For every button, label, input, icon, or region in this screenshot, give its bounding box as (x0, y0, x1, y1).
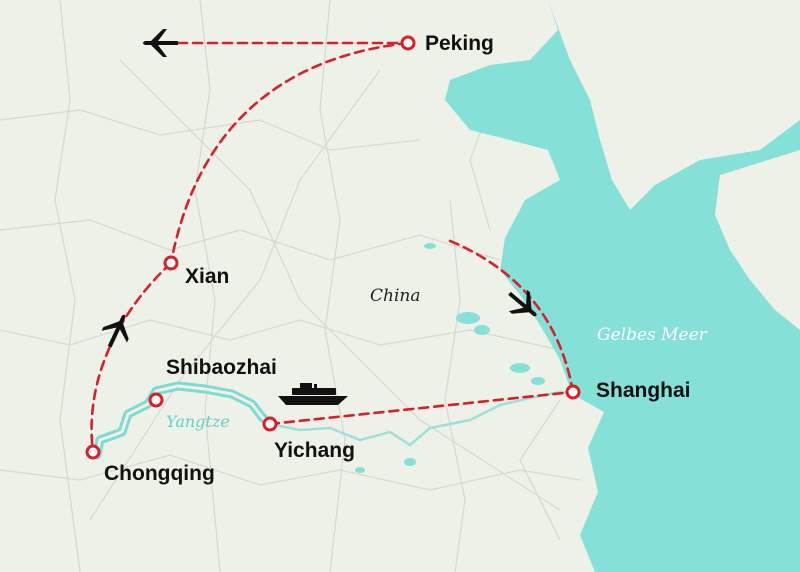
road-network (0, 0, 581, 572)
lakes (355, 243, 545, 473)
marker-peking (400, 35, 416, 51)
marker-shanghai (565, 384, 581, 400)
route-peking-xian (169, 41, 410, 265)
city-label-xian: Xian (185, 265, 230, 288)
marker-shibaozhai (148, 392, 164, 408)
country-label: China (370, 286, 421, 306)
city-label-shibaozhai: Shibaozhai (166, 356, 277, 379)
city-label-peking: Peking (425, 32, 494, 55)
korean-peninsula (715, 150, 800, 330)
marker-yichang (262, 416, 278, 432)
city-label-chongqing: Chongqing (104, 462, 215, 485)
city-label-shanghai: Shanghai (596, 379, 691, 402)
route-yichang-shanghai (268, 390, 575, 426)
city-markers (85, 35, 581, 460)
liaodong-peninsula (548, 0, 800, 210)
airplane-icon (101, 314, 129, 348)
route-xian-chongqing (90, 261, 173, 454)
yangtze-lower-course (269, 390, 581, 447)
marker-chongqing (85, 444, 101, 460)
ship-icon (278, 383, 348, 405)
sea-label: Gelbes Meer (597, 325, 707, 345)
river-label: Yangtze (166, 412, 230, 431)
marker-xian (163, 255, 179, 271)
airplane-icon (508, 289, 537, 317)
city-label-yichang: Yichang (274, 439, 355, 462)
route-lines (90, 41, 575, 454)
airplane-icon (143, 29, 178, 57)
